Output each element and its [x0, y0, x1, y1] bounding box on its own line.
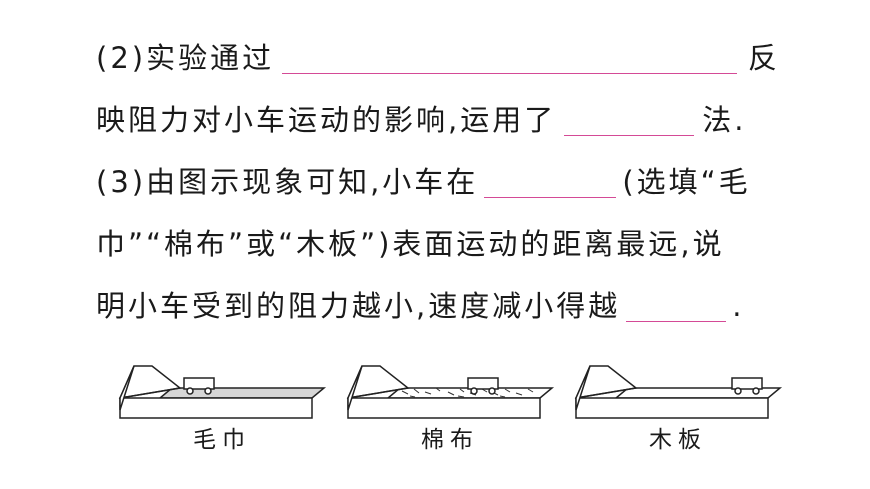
- answer-blank-1[interactable]: [282, 43, 738, 74]
- line-3: (3)由图示现象可知,小车在 (选填“毛: [96, 162, 780, 202]
- caption-wood: 木板: [649, 427, 707, 453]
- line-2-end: 法.: [702, 103, 747, 137]
- toy-car: [183, 377, 215, 395]
- figure-towel: [112, 358, 332, 422]
- answer-blank-3[interactable]: [484, 167, 617, 198]
- line-4-text: 巾”“棉布”或“木板”)表面运动的距离最远,说: [96, 227, 725, 261]
- line-4: 巾”“棉布”或“木板”)表面运动的距离最远,说: [96, 224, 780, 264]
- towel-setup-drawing: [118, 365, 327, 419]
- caption-towel: 毛巾: [193, 427, 251, 453]
- figure-cotton: [340, 358, 560, 422]
- line-3-end: (选填“毛: [622, 165, 751, 199]
- toy-car: [467, 377, 499, 395]
- line-5: 明小车受到的阻力越小,速度减小得越.: [96, 286, 780, 326]
- line-1-text: (2)实验通过: [96, 41, 275, 75]
- wood-setup-drawing: [574, 365, 783, 419]
- line-3-text: (3)由图示现象可知,小车在: [96, 165, 479, 199]
- answer-blank-4[interactable]: [626, 291, 727, 322]
- cotton-texture: [401, 387, 534, 398]
- cotton-setup-drawing: [346, 365, 555, 419]
- answer-blank-2[interactable]: [564, 105, 695, 136]
- line-2: 映阻力对小车运动的影响,运用了 法.: [96, 100, 780, 140]
- line-5-end: .: [732, 289, 745, 323]
- figure-wood: [568, 358, 788, 422]
- line-1-end: 反: [747, 41, 780, 75]
- line-1: (2)实验通过 反: [96, 38, 780, 78]
- caption-cotton: 棉布: [421, 427, 479, 453]
- line-5-text: 明小车受到的阻力越小,速度减小得越: [96, 289, 621, 323]
- toy-car: [731, 377, 763, 395]
- line-2-text: 映阻力对小车运动的影响,运用了: [96, 103, 557, 137]
